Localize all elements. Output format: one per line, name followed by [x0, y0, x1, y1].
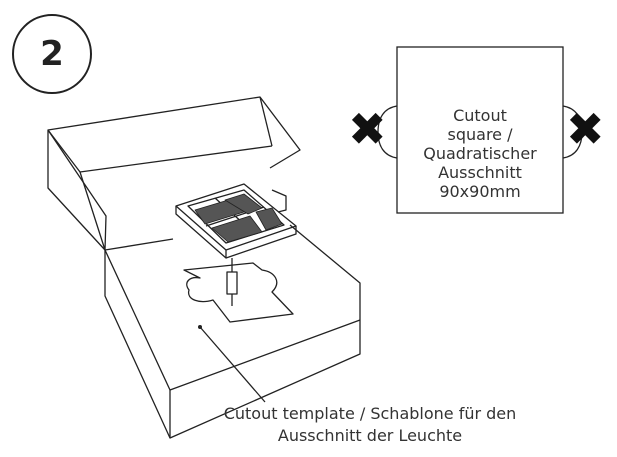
cutout-label-line: 90x90mm	[439, 182, 521, 201]
luminaire	[175, 183, 297, 306]
box-left-face	[104, 250, 171, 439]
cutout-square-outline	[396, 46, 564, 214]
cross-icon: ✖	[566, 102, 605, 156]
template-caption-line-1: Cutout template / Schablone für den	[223, 404, 517, 423]
cutout-right-bulge	[562, 105, 583, 159]
luminaire-cell-2	[224, 193, 263, 215]
cutout-label-line: Quadratischer	[423, 144, 537, 163]
luminaire-connector	[226, 271, 238, 295]
template-leader-dot	[198, 325, 202, 329]
box-left-fold	[47, 129, 106, 251]
cutout-template-caption: Cutout template / Schablone für den Auss…	[190, 403, 550, 447]
box-flap-edge	[259, 96, 273, 147]
luminaire-frame-right	[225, 226, 297, 259]
cutout-template-outline	[183, 262, 294, 323]
luminaire-inner-frame	[187, 189, 285, 244]
luminaire-cell-4	[255, 207, 283, 231]
cutout-square-diagram	[377, 46, 583, 214]
template-caption-line-2: Ausschnitt der Leuchte	[277, 426, 463, 445]
cross-icon: ✖	[348, 102, 387, 156]
luminaire-spring-clip	[271, 189, 287, 213]
luminaire-cell-3	[211, 215, 263, 243]
template-leader-line	[199, 326, 266, 403]
box-left-wall	[47, 129, 107, 251]
cutout-label-line: square /	[447, 125, 513, 144]
step-number-badge: 2	[12, 14, 92, 94]
box-inner-rim-right	[289, 224, 361, 320]
cutout-left-bulge	[377, 105, 398, 159]
box-inner-rim-left	[104, 238, 174, 251]
luminaire-frame-left	[175, 206, 227, 259]
box-back-wall-top	[79, 145, 273, 173]
cutout-label-line: Cutout	[453, 106, 507, 125]
box-front-face	[169, 320, 361, 439]
cutout-square-label: Cutout square / Quadratischer Ausschnitt…	[397, 106, 563, 201]
cutout-label-line: Ausschnitt	[438, 163, 522, 182]
step-number: 2	[40, 34, 64, 74]
box-back-flap	[47, 96, 301, 169]
